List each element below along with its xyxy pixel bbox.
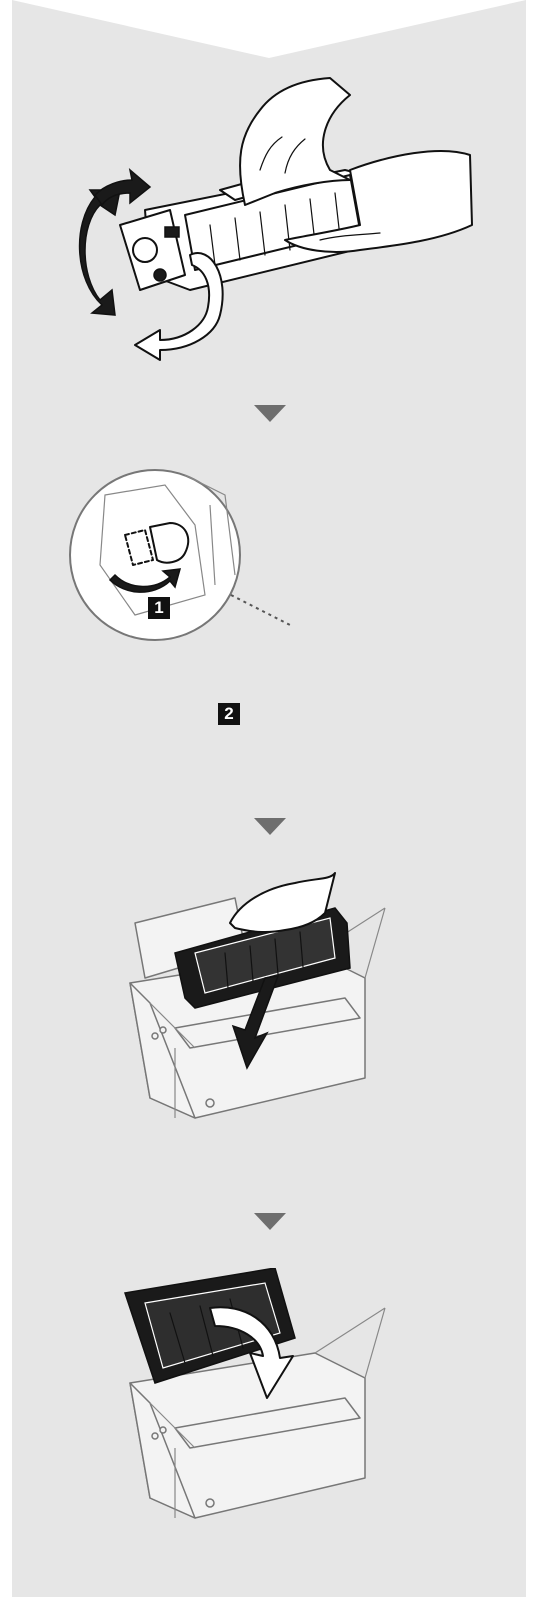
step-separator-1	[254, 405, 286, 422]
step-3-insert-cartridge-illustration	[115, 868, 405, 1163]
callout-1: 1	[148, 597, 170, 619]
step-separator-3	[254, 1213, 286, 1230]
step-2-remove-seal-illustration	[45, 465, 515, 775]
callout-2: 2	[218, 703, 240, 725]
step-4-close-cover-illustration	[115, 1268, 405, 1558]
top-notch	[12, 0, 526, 60]
detail-magnifier	[70, 470, 290, 640]
step-1-shake-cartridge-illustration	[60, 75, 480, 375]
step-separator-2	[254, 818, 286, 835]
